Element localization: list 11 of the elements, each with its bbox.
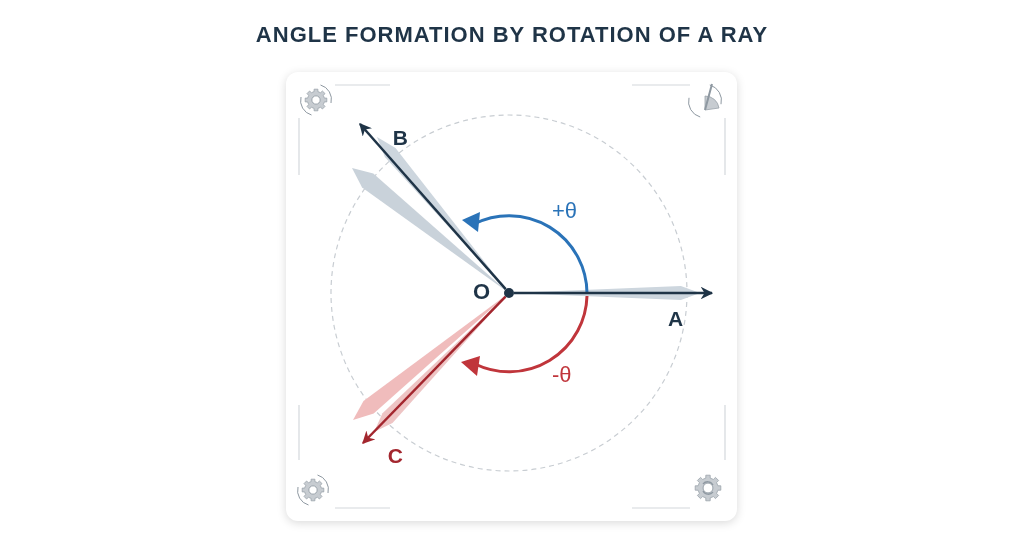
ray-arrow (514, 286, 714, 300)
point-label: C (363, 443, 403, 467)
ray-arrow (359, 123, 507, 291)
angle-label: +θ (552, 198, 578, 224)
ray-arrow (362, 295, 507, 444)
point-label: O (473, 279, 491, 305)
diagram-title: ANGLE FORMATION BY ROTATION OF A RAY (254, 22, 770, 48)
point-label: B (360, 124, 408, 148)
point-label: A (668, 293, 712, 329)
angle-label: -θ (552, 362, 572, 388)
vertex-dot (504, 288, 514, 298)
